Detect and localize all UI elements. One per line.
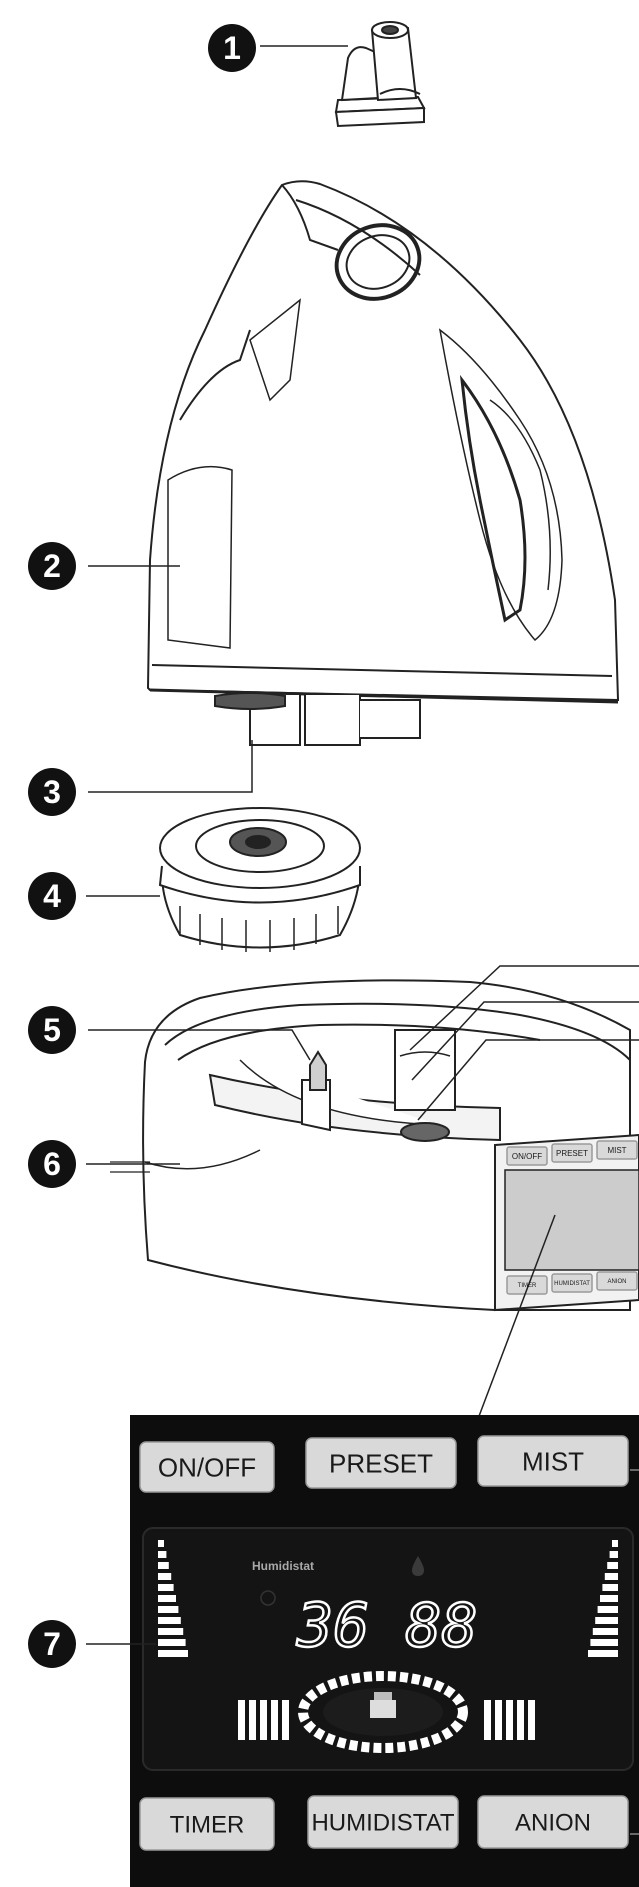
lcd-center-mist-indicator (298, 1671, 468, 1753)
display-button-label: MIST (522, 1446, 584, 1476)
device-button-label: ANION (607, 1279, 626, 1285)
device-button-label: PRESET (556, 1149, 588, 1158)
callout-badge-4: 4 (28, 872, 76, 920)
level-bar-segment (590, 1639, 618, 1646)
lcd-display: Humidistat 36 88 (15, 1540, 618, 1753)
callout-line-a (409, 965, 639, 1051)
level-bar-segment (158, 1562, 169, 1569)
callout-number: 6 (43, 1146, 61, 1182)
callout-badges: 1 2 3 4 5 6 7 (28, 24, 256, 1668)
level-bar-segment (158, 1573, 172, 1580)
device-anion-button[interactable]: ANION (596, 1271, 638, 1291)
level-bar-segment (158, 1650, 188, 1657)
level-bar-segment (588, 1650, 618, 1657)
callout-line-panel-zoom (469, 1214, 556, 1441)
device-button-label: MIST (607, 1146, 626, 1155)
device-control-panel (494, 1133, 639, 1312)
level-bar-segment (595, 1617, 618, 1624)
lcd-left-level-bars (15, 1540, 289, 1740)
display-button-label: PRESET (329, 1448, 433, 1478)
callout-number: 5 (43, 1012, 61, 1048)
level-bar-segment (15, 1706, 26, 1740)
callout-number: 3 (43, 774, 61, 810)
level-bar-segment (260, 1700, 267, 1740)
callout-number: 7 (43, 1626, 61, 1662)
lcd-right-level-bars (484, 1540, 618, 1740)
level-bar-segment (158, 1551, 167, 1558)
device-mist-button[interactable]: MIST (596, 1140, 638, 1160)
level-bar-segment (158, 1584, 174, 1591)
callout-number: 1 (223, 30, 241, 66)
level-bar-segment (609, 1551, 618, 1558)
level-bar-segment (158, 1606, 179, 1613)
level-bar-segment (484, 1700, 491, 1740)
display-timer-button[interactable]: TIMER (139, 1797, 275, 1851)
part-4-tank-cap (158, 807, 361, 952)
display-top-buttons: ON/OFF PRESET MIST (139, 1435, 629, 1493)
level-bar-segment (495, 1700, 502, 1740)
display-button-label: TIMER (170, 1812, 245, 1839)
callout-badge-2: 2 (28, 542, 76, 590)
callout-badge-5: 5 (28, 1006, 76, 1054)
level-bar-segment (602, 1584, 618, 1591)
callout-line-b (411, 1001, 639, 1081)
device-preset-button[interactable]: PRESET (551, 1143, 593, 1163)
lcd-humidistat-label: Humidistat (252, 1559, 314, 1573)
device-top-buttons: ON/OFF PRESET MIST (506, 1140, 638, 1166)
level-bar-segment (592, 1628, 618, 1635)
level-bar-segment (506, 1700, 513, 1740)
display-humidistat-button[interactable]: HUMIDISTAT (307, 1795, 459, 1849)
level-bar-segment (238, 1700, 245, 1740)
level-bar-segment (158, 1595, 176, 1602)
level-bar-segment (282, 1700, 289, 1740)
level-bar-segment (158, 1617, 181, 1624)
level-bar-segment (607, 1562, 618, 1569)
callout-line-3 (88, 740, 253, 793)
display-anion-button[interactable]: ANION (477, 1795, 629, 1849)
callout-number: 4 (43, 878, 61, 914)
level-bar-segment (249, 1700, 256, 1740)
part-6-base-unit (110, 979, 631, 1311)
device-button-label: ON/OFF (512, 1152, 542, 1161)
callout-badge-7: 7 (28, 1620, 76, 1668)
level-bar-segment (158, 1540, 164, 1547)
level-bar-segment (116, 1711, 126, 1740)
level-bar-segment (517, 1700, 524, 1740)
level-bar-segment (271, 1700, 278, 1740)
device-timer-button[interactable]: TIMER (506, 1275, 548, 1295)
display-button-label: HUMIDISTAT (311, 1810, 454, 1837)
callout-badge-3: 3 (28, 768, 76, 816)
callout-line-5 (88, 1029, 311, 1061)
level-bar-segment (597, 1606, 618, 1613)
display-onoff-button[interactable]: ON/OFF (139, 1441, 275, 1493)
part-2-water-tank (146, 180, 620, 746)
level-bar-segment (528, 1700, 535, 1740)
callout-number: 2 (43, 548, 61, 584)
callout-line-c (417, 1039, 639, 1121)
level-bar-segment (604, 1573, 618, 1580)
display-button-label: ON/OFF (158, 1452, 256, 1482)
display-button-label: ANION (515, 1810, 591, 1837)
callout-badge-1: 1 (208, 24, 256, 72)
callout-badge-6: 6 (28, 1140, 76, 1188)
lcd-clock-icon (260, 1590, 276, 1606)
device-onoff-button[interactable]: ON/OFF (506, 1146, 548, 1166)
device-bottom-buttons: TIMER HUMIDISTAT ANION (506, 1271, 638, 1295)
lcd-water-drop-icon (412, 1556, 424, 1576)
level-bar-segment (158, 1639, 186, 1646)
part-1-mist-nozzle (334, 21, 426, 128)
display-mist-button[interactable]: MIST (477, 1435, 629, 1487)
device-humidistat-button[interactable]: HUMIDISTAT (551, 1273, 593, 1293)
device-button-label: HUMIDISTAT (554, 1281, 590, 1287)
display-bottom-buttons: TIMER HUMIDISTAT ANION (139, 1795, 629, 1851)
display-preset-button[interactable]: PRESET (305, 1437, 457, 1489)
lcd-digits: 36 88 (296, 1591, 478, 1661)
level-bar-segment (600, 1595, 618, 1602)
level-bar-segment (612, 1540, 618, 1547)
level-bar-segment (158, 1628, 184, 1635)
